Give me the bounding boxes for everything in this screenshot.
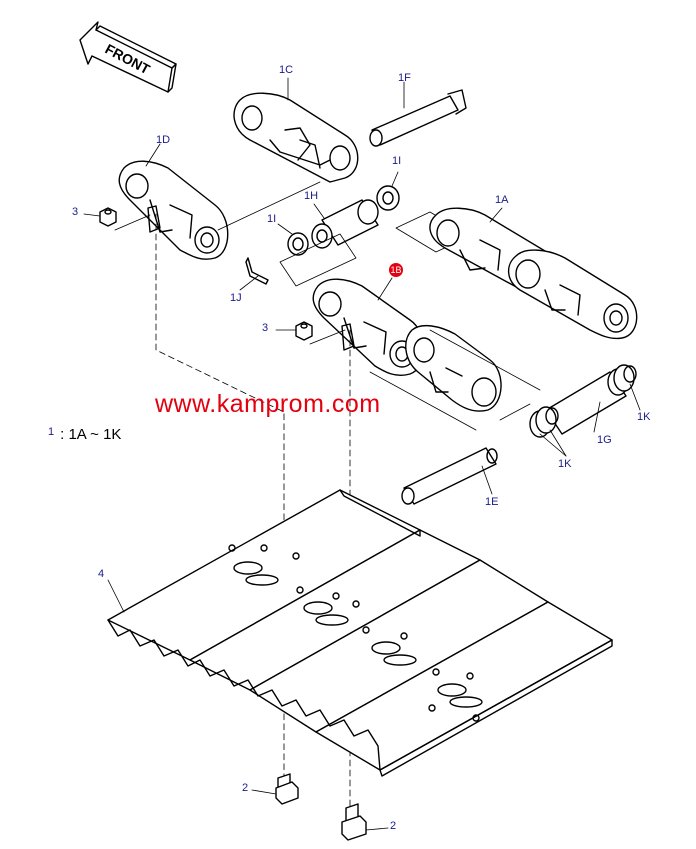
link-1a-outer [507, 249, 638, 340]
label-1d: 1D [156, 134, 171, 146]
label-1a: 1A [495, 194, 509, 206]
bolt-2-right [341, 803, 367, 841]
nut-3-mid [295, 321, 313, 341]
label-1k-right: 1K [637, 411, 651, 423]
bushing-1h [311, 199, 379, 249]
pin-1e [401, 447, 498, 505]
washer-1i-right [376, 185, 400, 211]
label-1c: 1C [279, 64, 294, 76]
label-3-mid: 3 [262, 322, 269, 334]
pin-1g [529, 364, 637, 438]
label-1i-right: 1I [392, 155, 402, 167]
legend-index: 1 [48, 426, 55, 438]
watermark-url: www.kamprom.com [155, 390, 381, 418]
track-shoe-4 [107, 489, 613, 777]
label-1f: 1F [398, 72, 411, 84]
label-2-left: 2 [242, 782, 249, 794]
legend: 1 : 1A ~ 1K [48, 426, 121, 443]
label-1e: 1E [485, 496, 499, 508]
label-4: 4 [98, 568, 105, 580]
link-1c [233, 92, 359, 183]
link-1b-outer [405, 324, 502, 412]
label-1b: 1B [389, 263, 403, 277]
pin-1f [369, 89, 467, 147]
label-1h: 1H [304, 190, 319, 202]
label-2-right: 2 [390, 820, 397, 832]
nut-3-top [99, 207, 117, 227]
label-1k-bottom: 1K [558, 458, 572, 470]
legend-text: : 1A ~ 1K [60, 426, 122, 443]
bolt-2-left [275, 773, 299, 805]
label-1j: 1J [230, 292, 242, 304]
label-3-top: 3 [72, 206, 79, 218]
washer-1i-left [287, 232, 309, 256]
label-1i-left: 1I [267, 213, 277, 225]
link-1b [312, 278, 425, 376]
label-1g: 1G [597, 434, 612, 446]
clip-1j [245, 257, 269, 285]
front-arrow-icon [79, 21, 177, 93]
link-1d [118, 160, 229, 260]
